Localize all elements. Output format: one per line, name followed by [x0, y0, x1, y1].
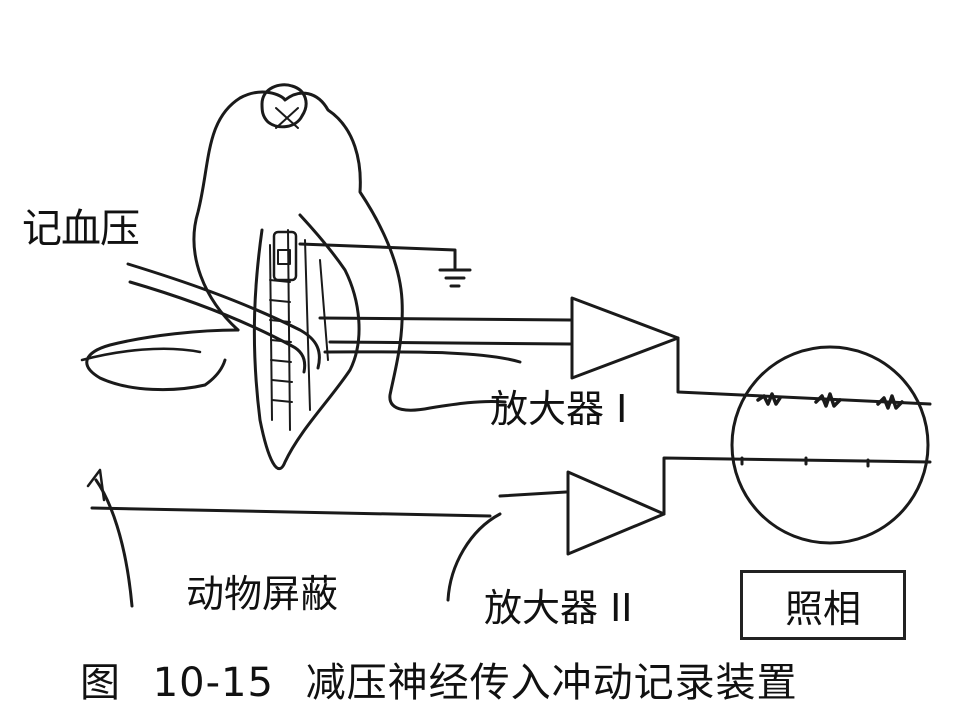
ground-icon: [438, 268, 472, 288]
amp1-input-wire-low: [323, 350, 522, 364]
photograph-label: 照相: [784, 586, 861, 631]
animal-head: [260, 83, 308, 129]
incision-inner: [269, 229, 329, 431]
amp1-output-wire: [676, 336, 932, 406]
animal-shield-label: 动物屏蔽: [186, 572, 339, 616]
shield-right-curve: [446, 512, 502, 602]
shield-clip: [86, 468, 106, 502]
animal-left-leg-inner: [80, 347, 202, 362]
amplifier-2-label: 放大器 II: [484, 586, 633, 630]
electrode-holder: [272, 230, 298, 282]
electrode-tip: [277, 249, 291, 265]
caption-title: 减压神经传入冲动记录装置: [305, 660, 798, 706]
oscilloscope-screen: [730, 345, 930, 545]
ground-wire: [298, 242, 457, 270]
bp-cannula: [126, 262, 321, 374]
shield-wire: [90, 490, 568, 518]
neck-incision: [252, 213, 361, 470]
animal-nose-mark: [275, 107, 299, 129]
caption-number: 10-15: [152, 660, 274, 706]
figure-caption: 图 10-15 减压神经传入冲动记录装置: [80, 650, 816, 708]
amp1-input-wire-top: [318, 316, 572, 322]
shield-left-curve: [94, 478, 134, 608]
photograph-box: 照相: [740, 570, 906, 640]
amp2-output-wire: [662, 456, 932, 516]
amplifier-1: [570, 296, 680, 380]
amplifier-2: [566, 470, 666, 556]
trachea-rings: [269, 279, 293, 403]
lower-trace-marks: [740, 456, 870, 468]
blood-pressure-label: 记血压: [22, 206, 140, 252]
amplifier-1-label: 放大器 I: [490, 387, 628, 431]
animal-left-leg: [85, 328, 240, 392]
upper-trace-spikes: [756, 392, 904, 410]
animal-body-outline: [192, 90, 507, 412]
amp1-input-wire-mid: [328, 340, 572, 346]
caption-figure: 图: [80, 660, 121, 706]
